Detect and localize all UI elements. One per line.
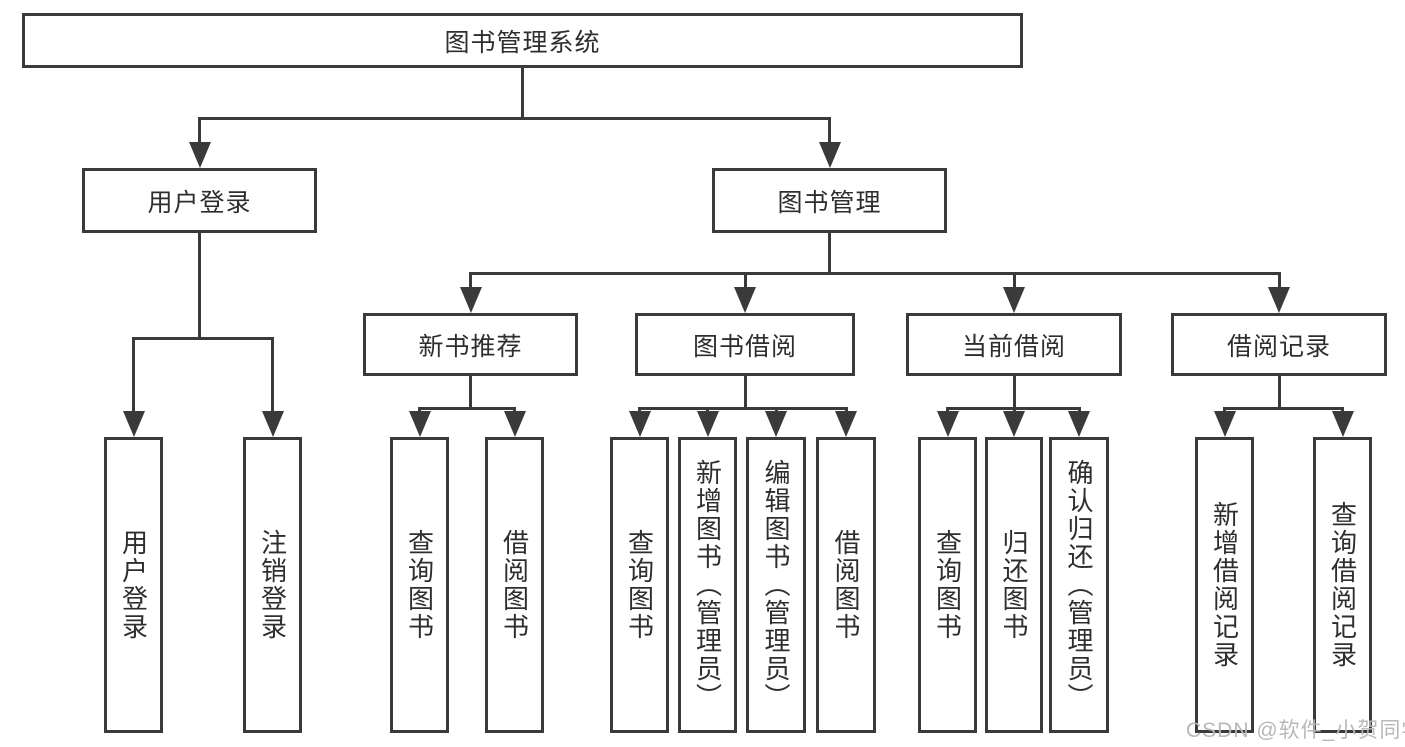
leaf-query-books-recommend: 查询图书 — [390, 437, 449, 733]
arrow-down-icon — [1331, 411, 1354, 437]
connector-line — [132, 337, 135, 413]
arrow-down-icon — [628, 411, 651, 437]
connector-line — [743, 376, 747, 410]
watermark: CSDN @软件_小贺同学 — [1186, 719, 1405, 742]
connector-line — [469, 272, 1281, 275]
leaf-edit-books-admin: 编辑图书（管理员） — [746, 437, 806, 733]
leaf-borrow-books: 借阅图书 — [816, 437, 876, 733]
node-current-borrow: 当前借阅 — [906, 313, 1122, 376]
arrow-down-icon — [1003, 411, 1025, 437]
arrow-down-icon — [122, 411, 145, 437]
connector-line — [198, 233, 201, 340]
leaf-user-login: 用户登录 — [104, 437, 163, 733]
leaf-return-books: 归还图书 — [985, 437, 1043, 733]
connector-line — [1012, 272, 1016, 289]
connector-line — [638, 407, 641, 413]
connector-line — [844, 407, 848, 413]
leaf-logout: 注销登录 — [243, 437, 302, 733]
arrow-down-icon — [503, 411, 526, 437]
leaf-query-borrow-record: 查询借阅记录 — [1313, 437, 1372, 733]
arrow-down-icon — [765, 411, 787, 437]
arrow-down-icon — [835, 411, 857, 437]
connector-line — [638, 407, 848, 410]
connector-line — [946, 407, 949, 413]
leaf-add-books-admin: 新增图书（管理员） — [678, 437, 737, 733]
leaf-query-books-borrow: 查询图书 — [610, 437, 669, 733]
connector-line — [418, 407, 421, 413]
node-borrow-records: 借阅记录 — [1171, 313, 1387, 376]
connector-line — [828, 233, 831, 275]
connector-line — [1077, 407, 1081, 413]
connector-line — [197, 117, 831, 120]
connector-line — [1277, 376, 1281, 410]
connector-line — [418, 407, 516, 410]
connector-line — [774, 407, 778, 413]
connector-line — [513, 407, 516, 413]
connector-line — [521, 68, 524, 120]
arrow-down-icon — [408, 411, 431, 437]
connector-line — [1277, 272, 1281, 289]
connector-line — [469, 376, 472, 410]
leaf-borrow-books-recommend: 借阅图书 — [485, 437, 544, 733]
arrow-down-icon — [1268, 287, 1290, 313]
connector-line — [706, 407, 709, 413]
arrow-down-icon — [1068, 411, 1090, 437]
arrow-down-icon — [459, 287, 482, 313]
connector-line — [469, 272, 472, 289]
arrow-down-icon — [1003, 287, 1025, 313]
connector-line — [198, 117, 201, 144]
connector-line — [1223, 407, 1226, 413]
connector-line — [132, 337, 274, 340]
arrow-down-icon — [188, 142, 211, 168]
connector-line — [1012, 407, 1016, 413]
connector-line — [271, 337, 274, 413]
connector-line — [1223, 407, 1344, 410]
arrow-down-icon — [818, 142, 841, 168]
node-book-borrow: 图书借阅 — [635, 313, 855, 376]
connector-line — [1341, 407, 1344, 413]
node-user-login: 用户登录 — [82, 168, 317, 233]
connector-line — [828, 117, 831, 144]
connector-line — [1012, 376, 1016, 410]
node-root: 图书管理系统 — [22, 13, 1023, 68]
arrow-down-icon — [734, 287, 756, 313]
connector-line — [743, 272, 747, 289]
arrow-down-icon — [696, 411, 719, 437]
node-new-book-recommend: 新书推荐 — [363, 313, 578, 376]
arrow-down-icon — [936, 411, 959, 437]
leaf-add-borrow-record: 新增借阅记录 — [1195, 437, 1254, 733]
leaf-confirm-return-admin: 确认归还（管理员） — [1049, 437, 1109, 733]
arrow-down-icon — [1213, 411, 1236, 437]
node-book-management: 图书管理 — [712, 168, 947, 233]
arrow-down-icon — [261, 411, 284, 437]
leaf-query-books-current: 查询图书 — [918, 437, 977, 733]
